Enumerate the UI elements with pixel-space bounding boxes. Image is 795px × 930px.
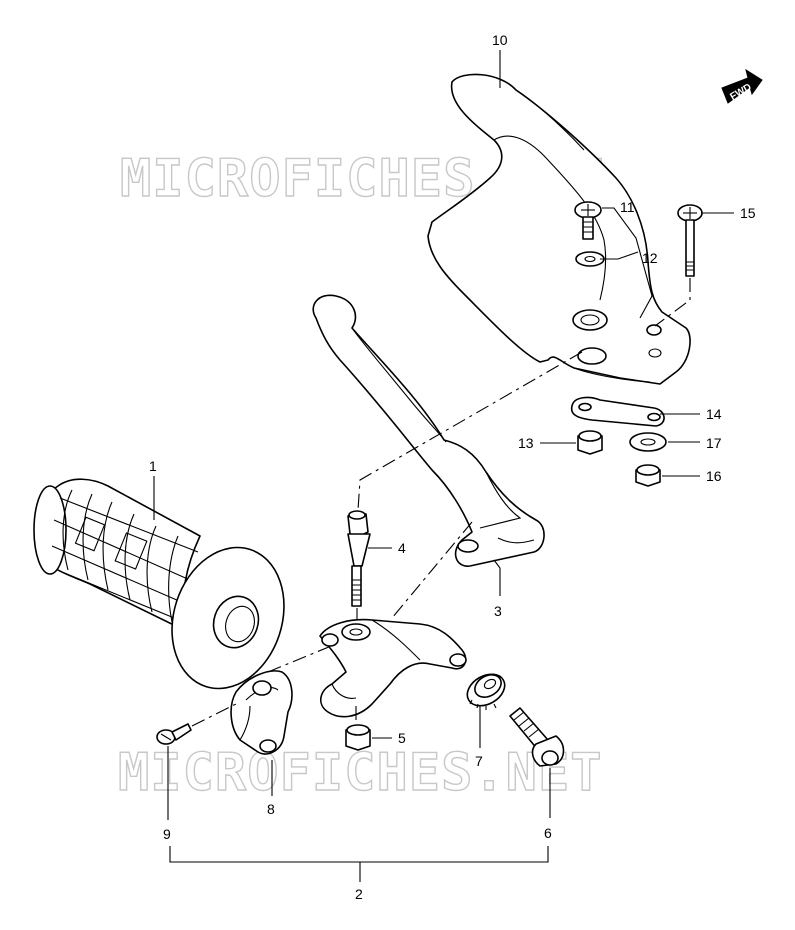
part-14-plate	[570, 396, 665, 427]
part-13-nut	[577, 430, 603, 455]
part-12-washer	[575, 251, 605, 267]
label-6: 6	[544, 825, 552, 841]
label-11: 11	[620, 199, 635, 215]
label-8: 8	[267, 801, 275, 817]
label-5: 5	[398, 730, 406, 746]
watermark-bottom: MICROFICHES.NET	[118, 743, 603, 803]
label-1: 1	[149, 458, 157, 474]
label-3: 3	[494, 603, 502, 619]
label-10: 10	[492, 32, 508, 48]
label-4: 4	[398, 540, 406, 556]
label-2: 2	[355, 886, 363, 902]
part-7-locknut	[466, 673, 506, 710]
label-16: 16	[706, 468, 722, 484]
part-6-adjuster-bolt	[509, 707, 565, 767]
leader-lines	[153, 50, 734, 882]
label-12: 12	[642, 250, 658, 266]
part-10-hand-guard	[427, 73, 691, 385]
part-9-screw	[156, 723, 192, 745]
label-15: 15	[740, 205, 756, 221]
part-11-screw	[574, 201, 602, 240]
part-labels: 10 11 12 15 14 13 17 16 1 4 3 5 7 8 9 6 …	[149, 32, 756, 902]
part-15-long-screw	[677, 204, 703, 277]
part-3-lever	[312, 294, 545, 567]
fwd-arrow-icon: FWD	[721, 68, 763, 104]
part-16-nut	[635, 464, 661, 487]
label-17: 17	[706, 435, 722, 451]
part-1-grip	[33, 478, 285, 690]
label-7: 7	[475, 753, 483, 769]
label-9: 9	[163, 826, 171, 842]
label-14: 14	[706, 406, 722, 422]
part-5-nut	[345, 724, 371, 751]
part-17-washer	[629, 432, 667, 452]
part-4-pivot-bolt	[347, 510, 371, 607]
label-13: 13	[518, 435, 534, 451]
part-8-clamp	[230, 670, 293, 755]
lever-bracket	[319, 618, 467, 718]
